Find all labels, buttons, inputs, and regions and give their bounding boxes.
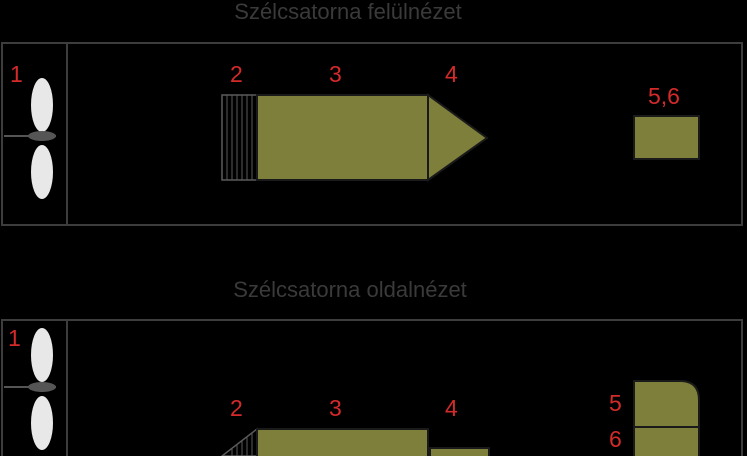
top-view-propeller-icon	[4, 78, 56, 199]
top-view-test-section	[633, 115, 700, 160]
top-view-title: Szélcsatorna felülnézet	[234, 0, 461, 24]
side-view-propeller-icon	[4, 328, 56, 450]
side-label-test-section-lower: 6	[609, 426, 622, 452]
top-label-settling-chamber: 3	[329, 61, 342, 87]
side-label-settling-chamber: 3	[329, 395, 342, 421]
top-view: Szélcsatorna felülnézet 1 2 3	[1, 0, 743, 226]
side-view-honeycomb	[220, 427, 258, 456]
side-label-fan: 1	[8, 325, 21, 351]
side-view-frame	[1, 319, 743, 456]
side-label-test-section-upper: 5	[609, 390, 622, 416]
top-label-honeycomb: 2	[230, 61, 243, 87]
top-label-test-section: 5,6	[648, 83, 680, 109]
side-view-test-section-lower	[633, 426, 700, 456]
top-view-nozzle	[427, 93, 489, 182]
side-label-honeycomb: 2	[230, 395, 243, 421]
side-view-title: Szélcsatorna oldalnézet	[233, 277, 467, 302]
side-view-settling-chamber	[256, 428, 429, 456]
side-label-nozzle: 4	[445, 395, 458, 421]
top-view-settling-chamber	[256, 94, 429, 181]
top-view-honeycomb	[221, 94, 258, 181]
side-view-test-section-upper	[633, 380, 700, 428]
top-label-nozzle: 4	[445, 61, 458, 87]
top-view-frame	[1, 42, 743, 226]
side-view-nozzle	[429, 447, 490, 456]
top-label-fan: 1	[10, 61, 23, 87]
side-view: Szélcsatorna oldalnézet 1 2	[1, 277, 743, 456]
